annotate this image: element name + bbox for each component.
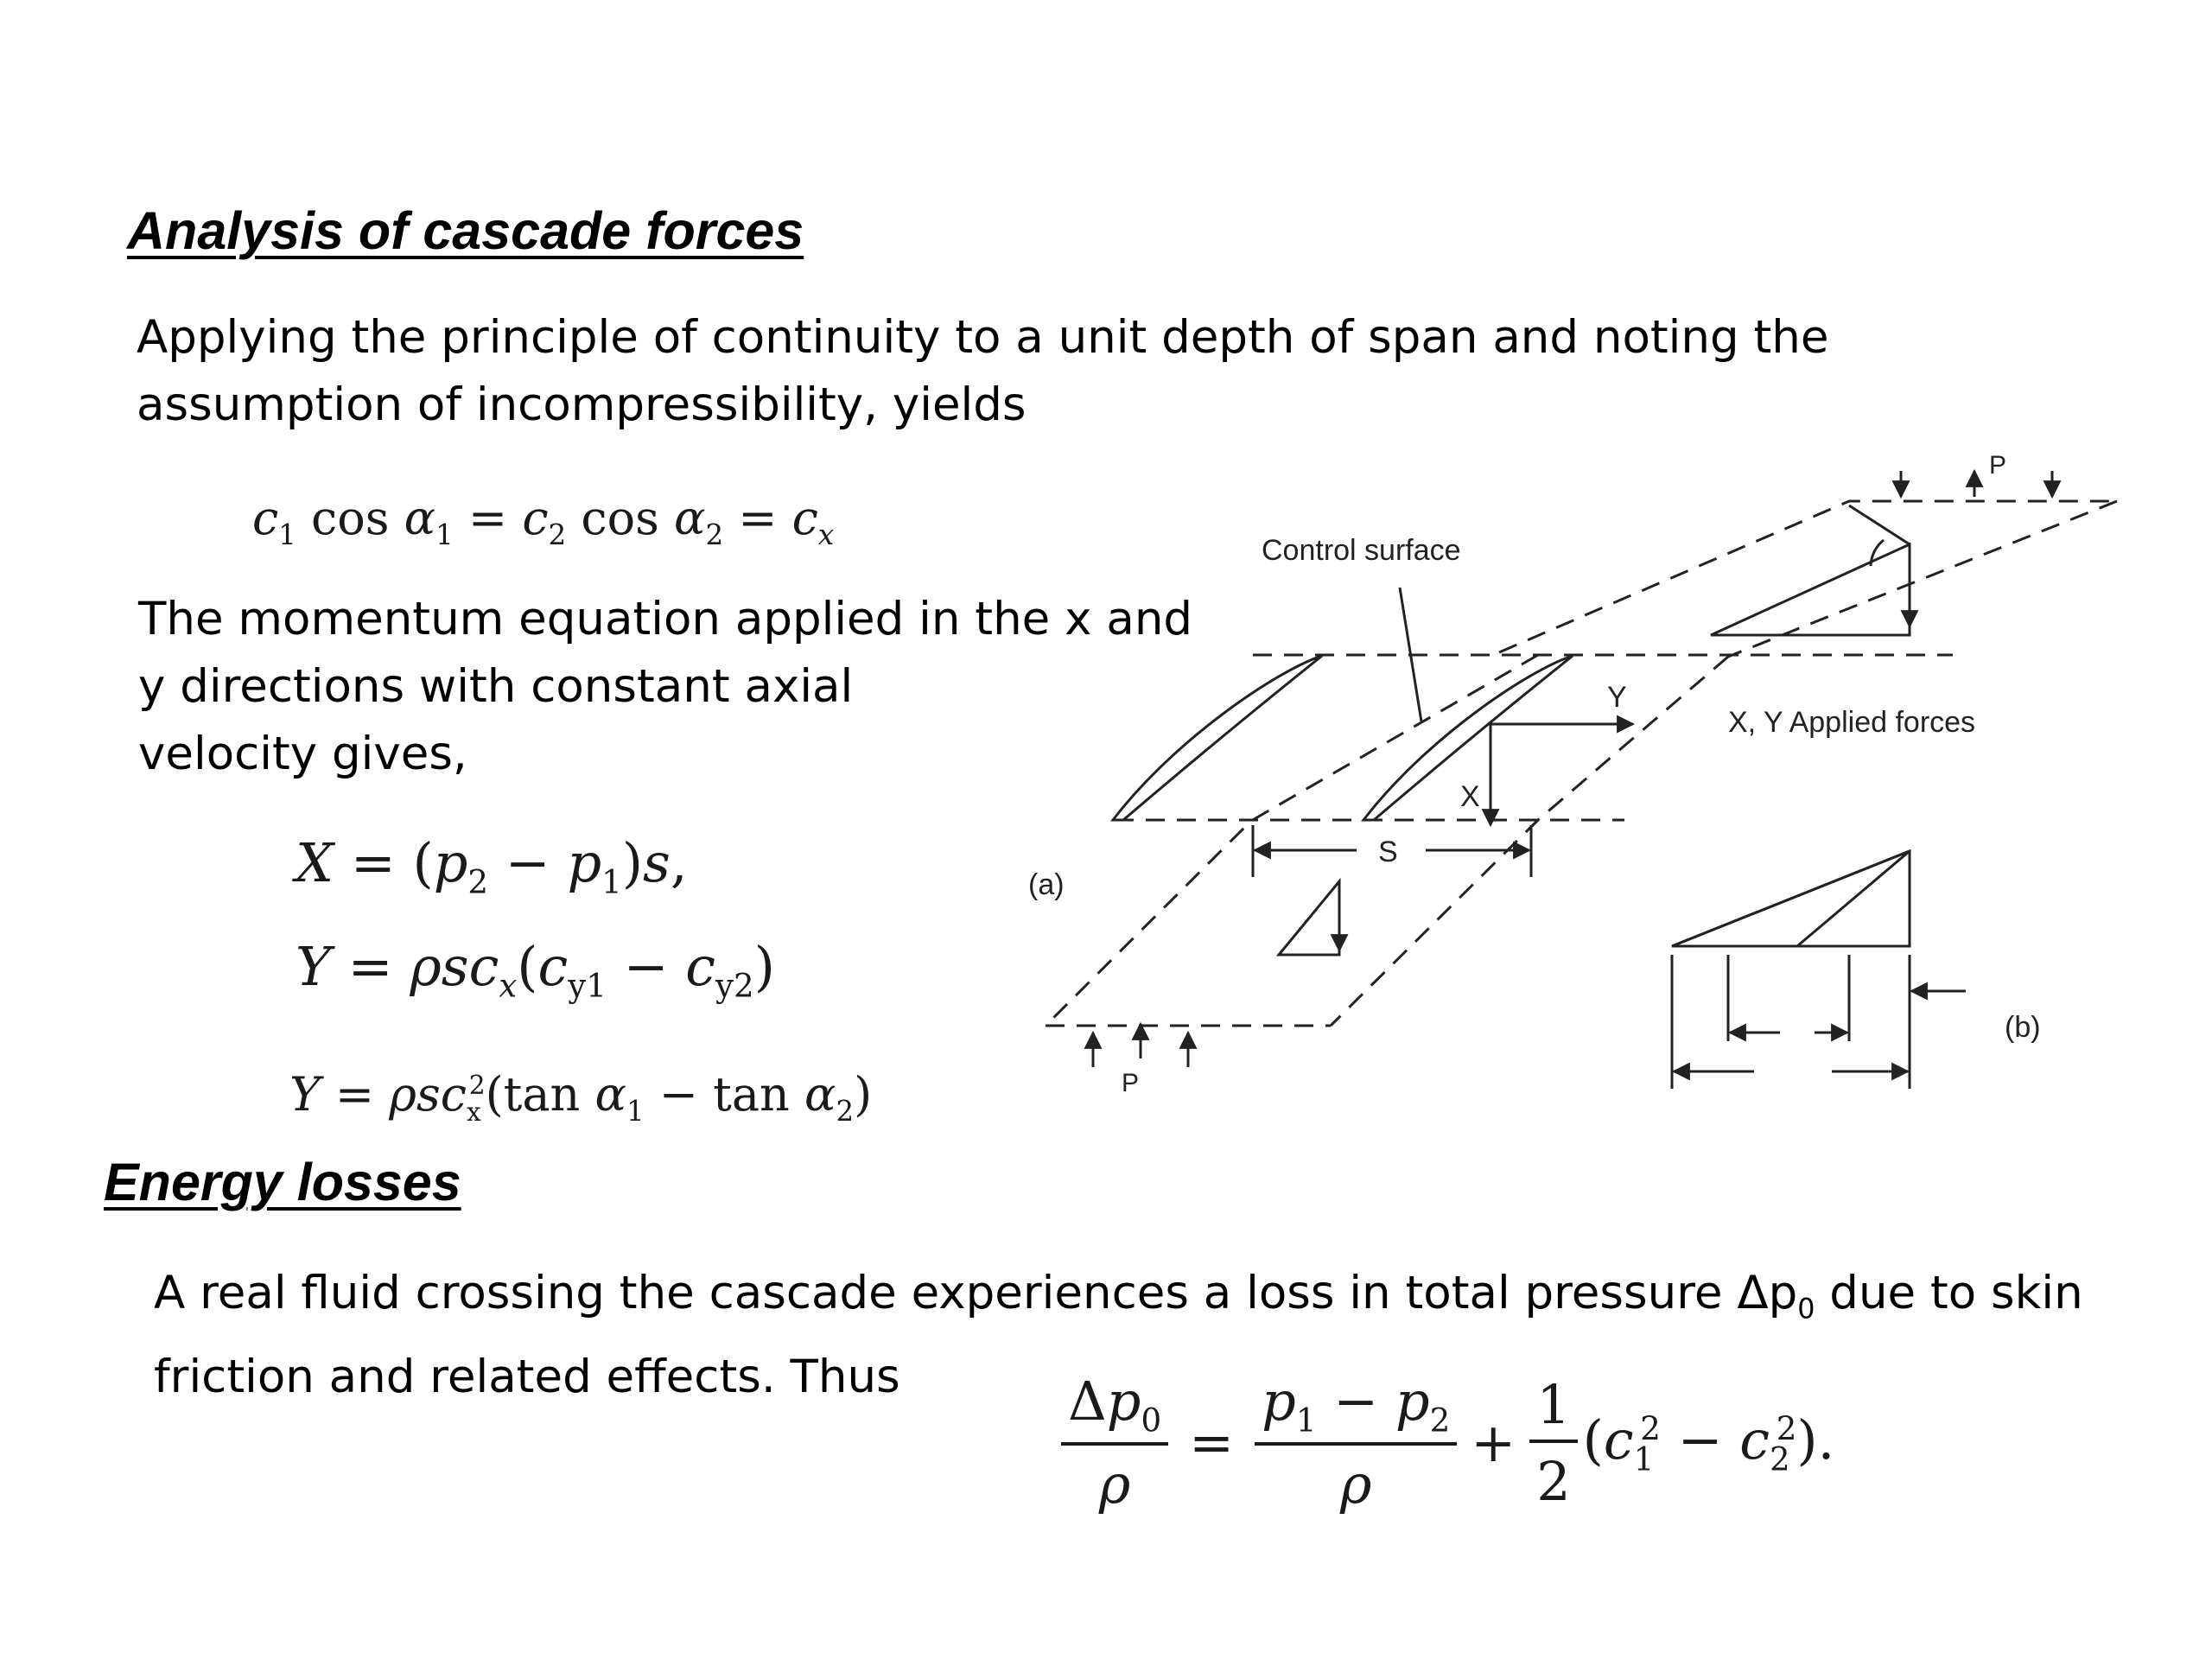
label-p2: P bbox=[1122, 1069, 1139, 1097]
blade-right bbox=[1360, 654, 1573, 822]
label-a: (a) bbox=[1028, 868, 1065, 901]
intro-paragraph: Applying the principle of continuity to … bbox=[137, 304, 2037, 439]
intro-line-2: assumption of incompressibility, yields bbox=[137, 378, 1027, 431]
heading-cascade-forces: Analysis of cascade forces bbox=[127, 201, 804, 260]
energy-line-1-start: A real fluid crossing the cascade experi… bbox=[154, 1267, 1738, 1319]
label-b: (b) bbox=[2005, 1011, 2041, 1044]
energy-line-1: A real fluid crossing the cascade experi… bbox=[154, 1260, 2141, 1344]
delta-p-symbol: Δp bbox=[1737, 1267, 1798, 1319]
equation-y-force-tan: Y = ρscx2(tan α1 − tan α2) bbox=[289, 1067, 873, 1128]
label-p1: P bbox=[1989, 451, 2006, 480]
cascade-diagram: Control surface X, Y Applied forces (a) … bbox=[1028, 451, 2118, 1097]
equation-x-force: X = (p2 − p1)s, bbox=[296, 831, 688, 901]
label-s: S bbox=[1378, 836, 1398, 868]
heading-energy-losses: Energy losses bbox=[104, 1153, 461, 1211]
energy-line-2: friction and related effects. Thus bbox=[154, 1350, 900, 1403]
energy-paragraph: A real fluid crossing the cascade experi… bbox=[154, 1260, 2141, 1411]
label-y: Y bbox=[1607, 681, 1627, 714]
intro-line-1: Applying the principle of continuity to … bbox=[137, 311, 1829, 364]
label-control-surface: Control surface bbox=[1262, 534, 1461, 567]
label-x: X bbox=[1460, 780, 1480, 813]
equation-y-force: Y = ρscx(cy1 − cy2) bbox=[296, 935, 775, 1005]
momentum-line-1: The momentum equation applied in the x a… bbox=[138, 593, 1193, 645]
momentum-paragraph: The momentum equation applied in the x a… bbox=[138, 586, 1218, 788]
continuity-equation: c1 cos α1 = c2 cos α2 = cx bbox=[252, 491, 835, 551]
label-applied-forces: X, Y Applied forces bbox=[1728, 706, 1975, 739]
delta-p-subscript: 0 bbox=[1797, 1293, 1815, 1325]
blade-left bbox=[1109, 654, 1323, 822]
momentum-line-3: velocity gives, bbox=[138, 728, 467, 780]
control-surface-top bbox=[1498, 499, 2117, 654]
energy-line-1-end: due to skin bbox=[1815, 1267, 2083, 1319]
momentum-line-2: y directions with constant axial bbox=[138, 660, 854, 713]
